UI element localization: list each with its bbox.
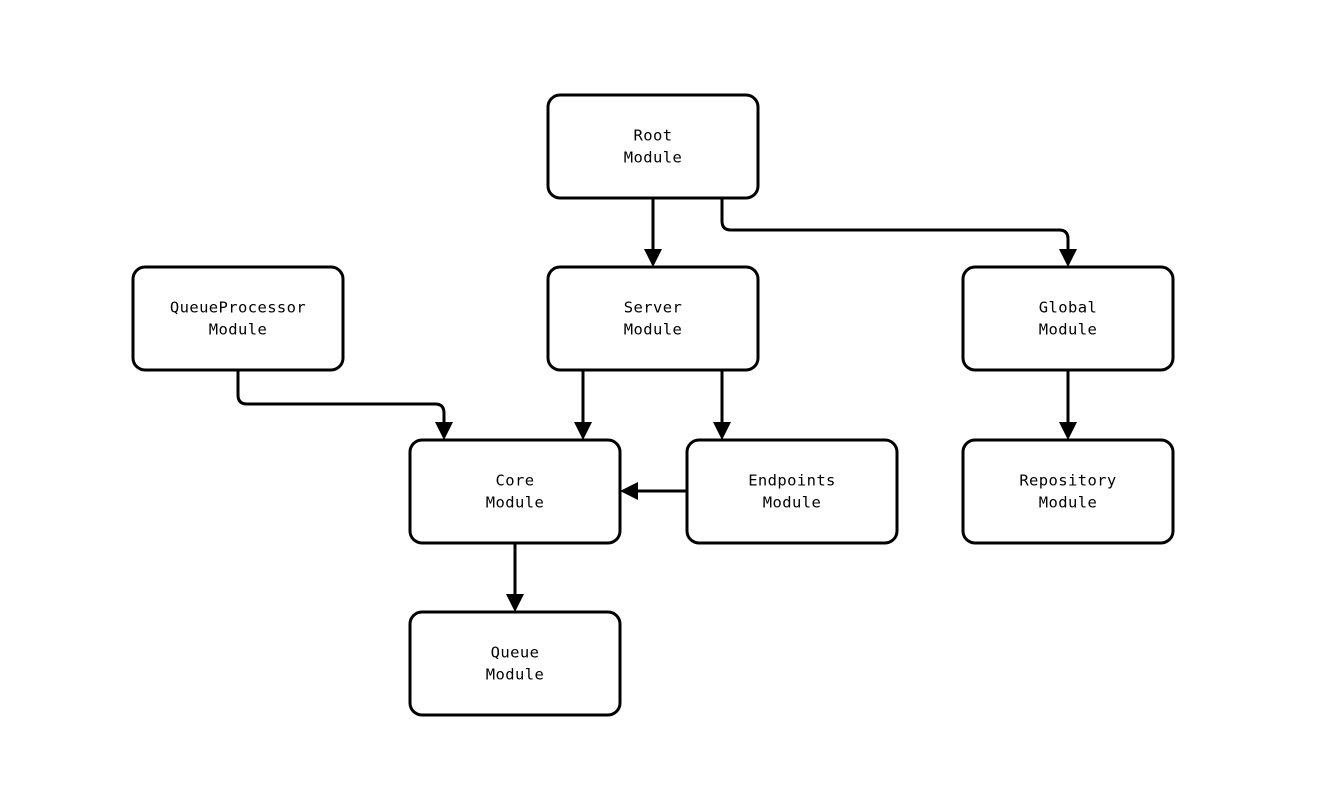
node-label-line-1: Global bbox=[1039, 298, 1097, 316]
node-label-line-1: Server bbox=[624, 298, 682, 316]
edge-line bbox=[720, 198, 1070, 258]
edge-global-to-repository bbox=[1059, 370, 1077, 440]
node-shape[interactable] bbox=[685, 438, 899, 545]
node-shape[interactable] bbox=[961, 265, 1175, 372]
node-label-line-1: Root bbox=[634, 126, 673, 144]
node-label-line-2: Module bbox=[486, 665, 544, 683]
edge-core-to-queue bbox=[506, 543, 524, 612]
edge-endpoints-to-core bbox=[620, 482, 687, 500]
arrowhead-icon bbox=[574, 422, 592, 440]
node-shape[interactable] bbox=[546, 265, 760, 372]
node-label-line-2: Module bbox=[624, 320, 682, 338]
node-label-line-1: QueueProcessor bbox=[170, 298, 306, 316]
arrowhead-icon bbox=[644, 249, 662, 267]
node-label-line-2: Module bbox=[763, 493, 821, 511]
node-label-line-2: Module bbox=[209, 320, 267, 338]
node-label-line-2: Module bbox=[1039, 320, 1097, 338]
node-label-line-1: Queue bbox=[491, 643, 540, 661]
node-label-line-2: Module bbox=[624, 148, 682, 166]
edge-root-to-global bbox=[720, 198, 1077, 267]
node-shape[interactable] bbox=[408, 610, 622, 717]
node-shape[interactable] bbox=[131, 265, 345, 372]
node-shape[interactable] bbox=[408, 438, 622, 545]
edge-layer bbox=[236, 198, 1077, 612]
edge-server-to-endpoints bbox=[713, 370, 731, 440]
arrowhead-icon bbox=[713, 422, 731, 440]
arrowhead-icon bbox=[1059, 422, 1077, 440]
arrowhead-icon bbox=[1059, 249, 1077, 267]
edge-line bbox=[236, 370, 446, 431]
edge-root-to-server bbox=[644, 198, 662, 267]
node-shape[interactable] bbox=[546, 93, 760, 200]
node-shape[interactable] bbox=[961, 438, 1175, 545]
arrowhead-icon bbox=[506, 594, 524, 612]
edge-server-to-core bbox=[574, 370, 592, 440]
node-label-line-2: Module bbox=[1039, 493, 1097, 511]
arrowhead-icon bbox=[620, 482, 638, 500]
node-label-line-1: Repository bbox=[1019, 471, 1116, 489]
node-label-line-2: Module bbox=[486, 493, 544, 511]
node-label-line-1: Endpoints bbox=[748, 471, 836, 489]
arrowhead-icon bbox=[435, 422, 453, 440]
edge-queueprocessor-to-core bbox=[236, 370, 453, 440]
node-label-line-1: Core bbox=[496, 471, 535, 489]
